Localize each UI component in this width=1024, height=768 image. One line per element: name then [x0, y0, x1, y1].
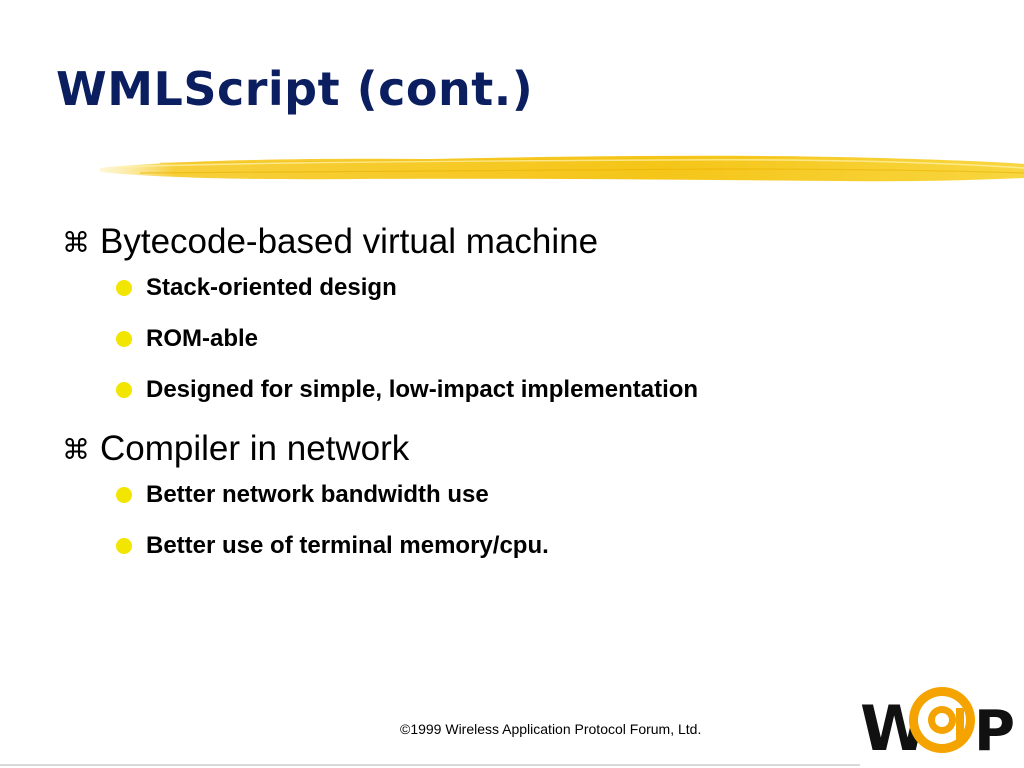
bullet-item: ⌘ Compiler in network — [62, 425, 962, 473]
command-key-icon: ⌘ — [62, 432, 90, 466]
svg-text:P: P — [974, 699, 1015, 764]
command-key-icon: ⌘ — [62, 225, 90, 259]
sub-bullet-item: ROM-able — [116, 323, 962, 355]
sub-bullet-item: Stack-oriented design — [116, 272, 962, 304]
yellow-dot-icon — [116, 331, 132, 347]
bullet-item: ⌘ Bytecode-based virtual machine — [62, 218, 962, 266]
yellow-dot-icon — [116, 382, 132, 398]
footer-divider — [0, 764, 860, 766]
sub-bullet-text: Better network bandwidth use — [146, 481, 489, 508]
yellow-dot-icon — [116, 280, 132, 296]
sub-bullet-item: Better network bandwidth use — [116, 479, 962, 511]
wap-logo-icon: W P — [860, 687, 1015, 765]
sub-bullet-item: Better use of terminal memory/cpu. — [116, 530, 962, 562]
bullet-text: Bytecode-based virtual machine — [100, 222, 599, 261]
copyright-footer: ©1999 Wireless Application Protocol Foru… — [400, 721, 702, 737]
bullet-text: Compiler in network — [100, 429, 410, 468]
sub-bullet-text: Designed for simple, low-impact implemen… — [146, 376, 699, 403]
brush-stroke-divider — [100, 155, 1024, 182]
sub-bullet-text: Stack-oriented design — [146, 274, 397, 301]
slide-title: WMLScript (cont.) — [56, 62, 534, 116]
bullet-list: ⌘ Bytecode-based virtual machine Stack-o… — [62, 218, 962, 581]
sub-bullet-text: Better use of terminal memory/cpu. — [146, 532, 549, 559]
sub-bullet-item: Designed for simple, low-impact implemen… — [116, 374, 962, 406]
yellow-dot-icon — [116, 538, 132, 554]
yellow-dot-icon — [116, 487, 132, 503]
sub-bullet-text: ROM-able — [146, 325, 259, 352]
